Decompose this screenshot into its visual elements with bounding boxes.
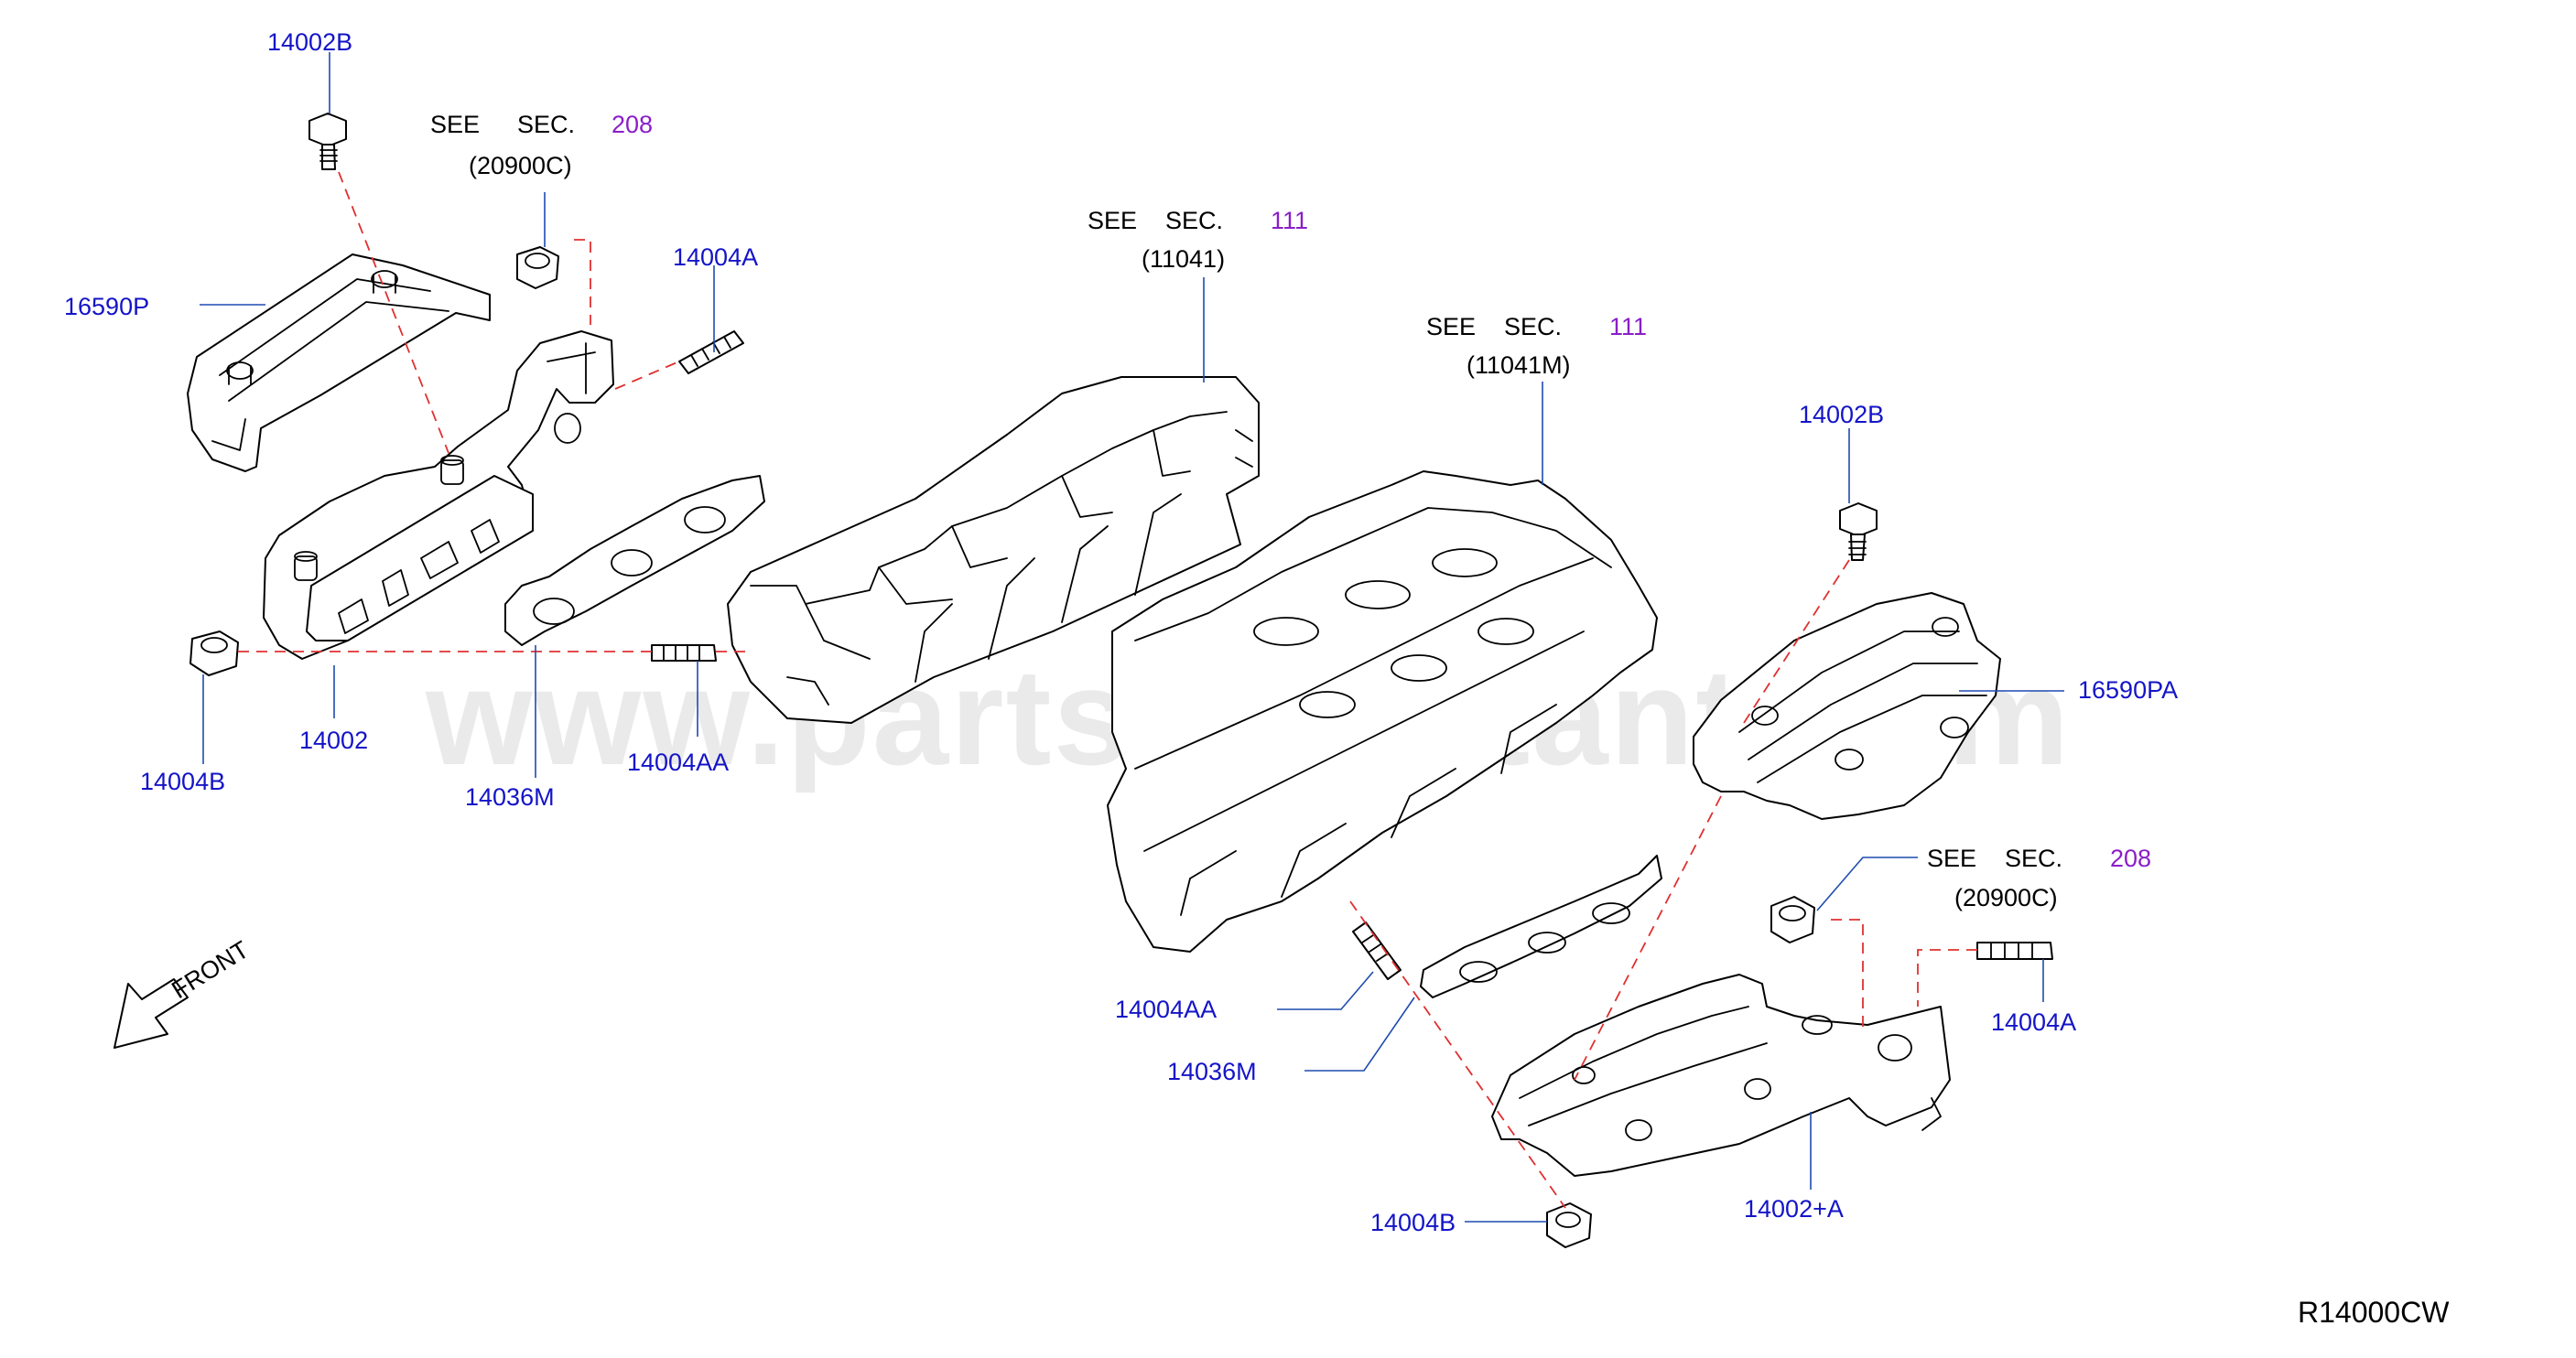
sec-word: SEC. <box>517 111 575 138</box>
label-nut-14004b-left: 14004B <box>140 768 225 795</box>
label-nut-14004b-right: 14004B <box>1370 1209 1456 1236</box>
label-stud-14004a-right: 14004A <box>1991 1008 2076 1036</box>
part-number-labels: 14002B 16590P 14004A 14004B 14002 14036M… <box>64 28 2178 1236</box>
label-manifold-14002a: 14002+A <box>1744 1195 1844 1223</box>
front-label: FRONT <box>167 935 254 1004</box>
label-gasket-14036m-right: 14036M <box>1167 1058 1257 1085</box>
heat-shield-left <box>187 253 491 472</box>
sec-word: SEC. <box>1165 207 1223 234</box>
section-number: 208 <box>612 111 653 138</box>
see-word: SEE <box>1426 313 1476 340</box>
section-references: SEE SEC. 208 (20900C) SEE SEC. 111 (1104… <box>430 111 2151 911</box>
exhaust-manifold-right <box>1491 974 1951 1177</box>
bolt-14002b-left <box>308 113 347 170</box>
nut-20900c-left <box>516 246 559 289</box>
front-arrow-icon <box>114 978 189 1049</box>
sec-word: SEC. <box>2005 845 2062 872</box>
manifold-gasket-left <box>504 475 765 646</box>
label-stud-14004aa-left: 14004AA <box>627 749 729 776</box>
section-code: (11041) <box>1142 245 1225 273</box>
diagram-code: R14000CW <box>2298 1296 2450 1329</box>
assembly-dashed-lines <box>238 171 1977 1209</box>
label-stud-14004a-left: 14004A <box>673 243 758 271</box>
see-word: SEE <box>430 111 480 138</box>
see-word: SEE <box>1927 845 1976 872</box>
section-code: (20900C) <box>1954 884 2058 911</box>
section-code: (11041M) <box>1467 351 1571 379</box>
stud-14004a-left <box>678 330 744 374</box>
label-stud-14004aa-right: 14004AA <box>1115 996 1217 1023</box>
manifold-gasket-right <box>1420 855 1662 998</box>
cylinder-head-right <box>1107 470 1658 953</box>
heat-shield-right <box>1693 592 2001 820</box>
stud-14004aa-right <box>1352 922 1402 980</box>
nut-14004b-right <box>1546 1202 1592 1248</box>
section-code: (20900C) <box>469 152 572 179</box>
see-word: SEE <box>1088 207 1137 234</box>
label-heat-shield-left: 16590P <box>64 293 149 320</box>
nut-20900c-right <box>1770 896 1815 943</box>
label-bolt-14002b-left: 14002B <box>267 28 352 56</box>
section-number: 208 <box>2110 845 2151 872</box>
cylinder-head-left <box>727 376 1260 724</box>
bolt-14002b-right <box>1839 502 1878 561</box>
label-manifold-14002: 14002 <box>299 727 368 754</box>
label-gasket-14036m-left: 14036M <box>465 783 555 811</box>
label-bolt-14002b-right: 14002B <box>1799 401 1884 428</box>
stud-14004aa-left <box>651 644 717 662</box>
label-heat-shield-right: 16590PA <box>2078 676 2178 704</box>
leader-lines <box>200 52 2064 1223</box>
section-number: 111 <box>1271 207 1308 234</box>
sec-word: SEC. <box>1504 313 1562 340</box>
exhaust-manifold-left <box>263 330 614 660</box>
stud-14004a-right <box>1976 942 2053 960</box>
nut-14004b-left <box>189 630 239 676</box>
section-number: 111 <box>1609 313 1647 340</box>
